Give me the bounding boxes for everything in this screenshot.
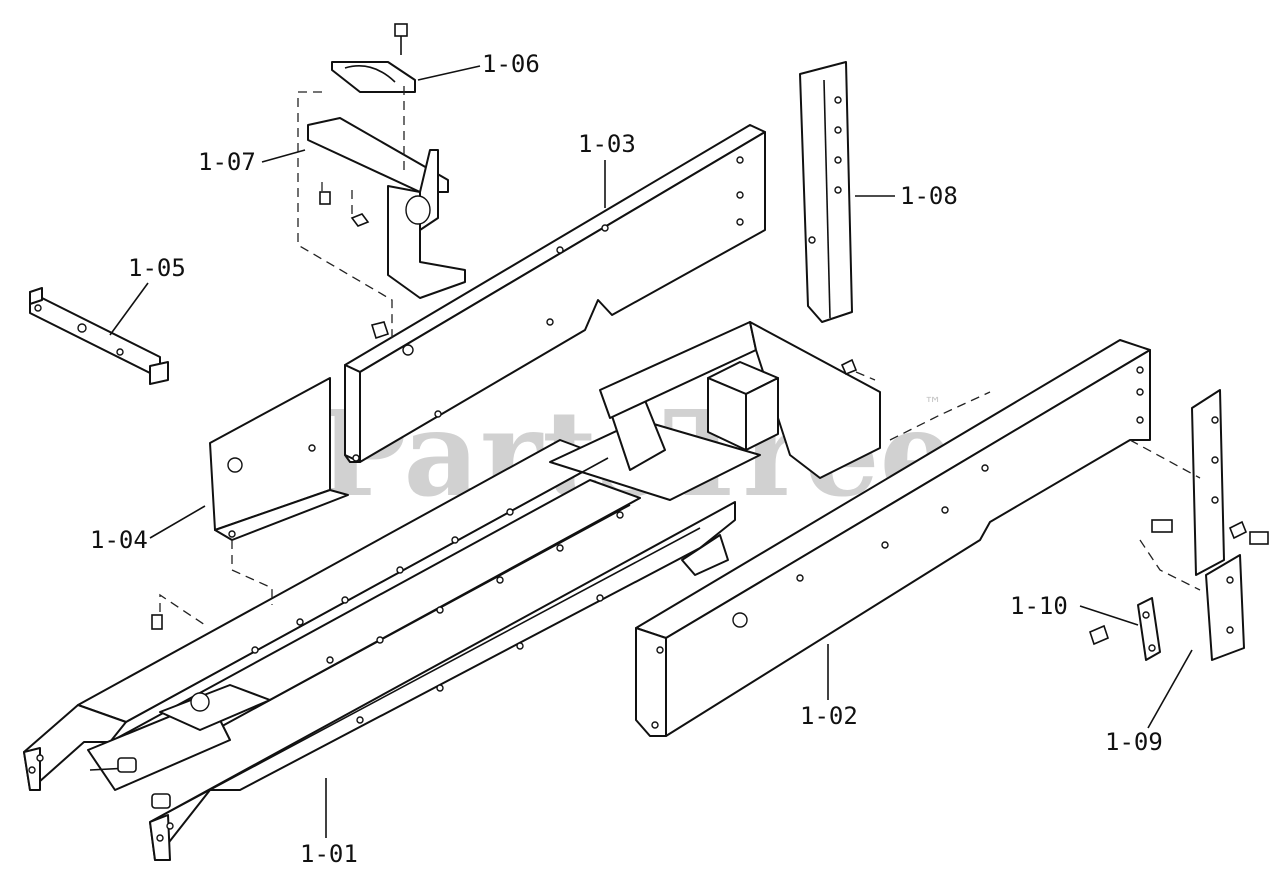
callout-1-01: 1-01 xyxy=(300,840,358,868)
assembly-dash-lines xyxy=(159,86,1201,626)
part-rear-bracket xyxy=(1151,389,1269,661)
hardware-fasteners xyxy=(151,321,858,630)
part-upper-rail xyxy=(344,124,766,463)
part-frame-main xyxy=(23,321,881,861)
frame-holes xyxy=(28,508,624,842)
callout-1-02: 1-02 xyxy=(800,702,858,730)
callout-1-09: 1-09 xyxy=(1105,728,1163,756)
callout-1-06: 1-06 xyxy=(482,50,540,78)
part-side-rail-right xyxy=(635,339,1151,737)
upper-rail-holes xyxy=(352,156,744,462)
part-clamp-plate xyxy=(331,23,416,93)
part-mount-bracket xyxy=(307,117,466,299)
callout-labels: 1-06 1-07 1-03 1-08 1-05 1-04 1-10 1-02 … xyxy=(90,50,1163,868)
callout-1-04: 1-04 xyxy=(90,526,148,554)
callout-leaders xyxy=(109,65,1193,838)
callout-1-05: 1-05 xyxy=(128,254,186,282)
rail-holes xyxy=(651,366,1144,729)
callout-1-07: 1-07 xyxy=(198,148,256,176)
part-link-plate xyxy=(1089,597,1161,661)
part-upright-post xyxy=(799,61,853,323)
callout-1-03: 1-03 xyxy=(578,130,636,158)
part-side-plate xyxy=(209,377,349,541)
callout-1-10: 1-10 xyxy=(1010,592,1068,620)
part-bracket xyxy=(29,287,169,385)
callout-1-08: 1-08 xyxy=(900,182,958,210)
watermark-trademark: ™ xyxy=(924,394,942,415)
